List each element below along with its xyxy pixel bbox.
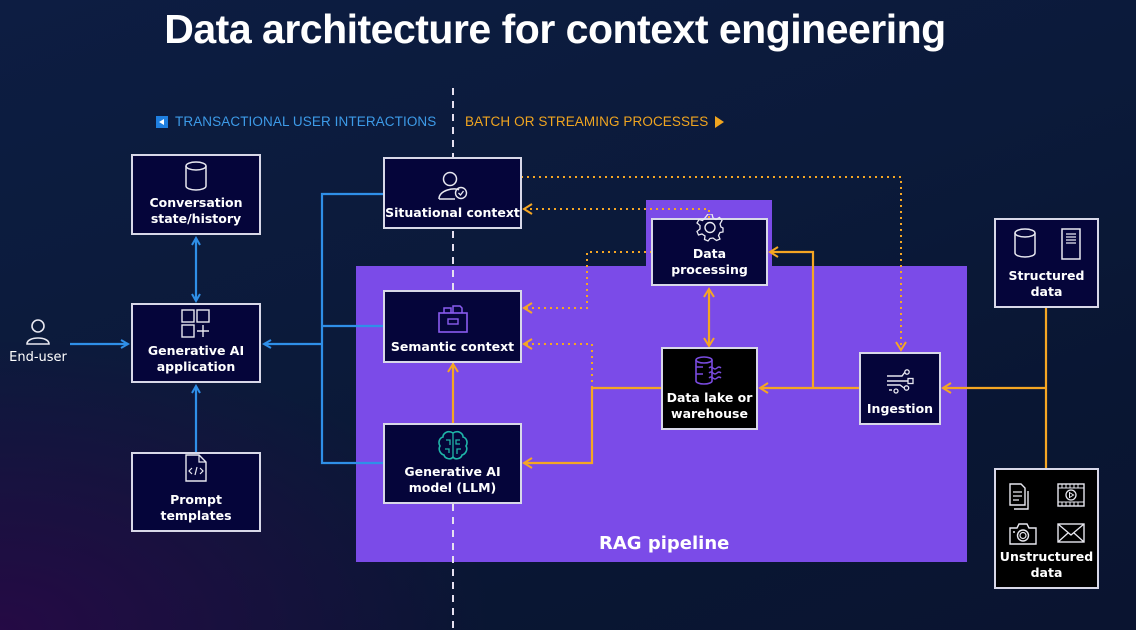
end-user-label: End-user bbox=[9, 350, 67, 365]
video-icon bbox=[1056, 483, 1085, 507]
node-unstructured-data[interactable]: Unstructured data bbox=[994, 468, 1099, 589]
node-data-lake-warehouse[interactable]: Data lake or warehouse bbox=[661, 347, 758, 430]
edge-situational-ingestion bbox=[521, 176, 907, 352]
database-icon bbox=[1013, 228, 1036, 258]
conversation-label-1: Conversation bbox=[149, 195, 243, 210]
edge-processing-semantic bbox=[522, 251, 652, 314]
llm-label-2: model (LLM) bbox=[408, 480, 497, 495]
node-genai-application[interactable]: Generative AI application bbox=[131, 303, 261, 383]
genai-app-label-2: application bbox=[156, 359, 236, 374]
node-conversation-state[interactable]: Conversation state/history bbox=[131, 154, 261, 235]
node-ingestion[interactable]: Ingestion bbox=[859, 352, 941, 425]
unstructured-label-1: Unstructured bbox=[999, 549, 1094, 564]
arrow-right-icon bbox=[715, 115, 725, 128]
user-icon bbox=[26, 319, 50, 345]
conversation-label-2: state/history bbox=[150, 211, 242, 226]
app-grid-icon bbox=[181, 309, 210, 338]
data-lake-label-2: warehouse bbox=[671, 406, 748, 421]
brain-icon bbox=[437, 430, 468, 460]
file-cabinet-icon bbox=[437, 305, 468, 333]
documents-icon bbox=[1008, 483, 1029, 510]
database-icon bbox=[185, 161, 207, 191]
rag-pipeline-label: RAG pipeline bbox=[599, 533, 730, 554]
diagram-title: Data architecture for context engineerin… bbox=[164, 6, 946, 52]
edge-context-trunk bbox=[320, 192, 384, 465]
situational-context-label: Situational context bbox=[385, 205, 520, 220]
structured-label-1: Structured bbox=[1008, 268, 1085, 283]
node-semantic-context[interactable]: Semantic context bbox=[383, 290, 522, 363]
semantic-context-label: Semantic context bbox=[390, 339, 515, 354]
node-structured-data[interactable]: Structured data bbox=[994, 218, 1099, 308]
legend-transactional: TRANSACTIONAL USER INTERACTIONS bbox=[156, 114, 436, 129]
end-user-actor: End-user bbox=[6, 318, 70, 365]
camera-icon bbox=[1008, 523, 1037, 545]
prompt-templates-label: Prompt templates bbox=[160, 492, 232, 523]
node-prompt-templates[interactable]: Prompt templates bbox=[131, 452, 261, 532]
node-situational-context[interactable]: Situational context bbox=[383, 157, 522, 229]
email-icon bbox=[1056, 523, 1085, 543]
ingestion-label: Ingestion bbox=[866, 401, 934, 416]
server-icon bbox=[1060, 228, 1081, 260]
gear-icon bbox=[695, 214, 724, 242]
arrow-left-icon bbox=[156, 115, 168, 128]
legend-transactional-label: TRANSACTIONAL USER INTERACTIONS bbox=[175, 114, 437, 129]
ingestion-icon bbox=[887, 369, 914, 394]
edge-ingestion-processing bbox=[768, 246, 815, 388]
code-file-icon bbox=[185, 454, 207, 482]
data-lake-label-1: Data lake or bbox=[666, 390, 753, 405]
structured-label-2: data bbox=[1030, 284, 1063, 299]
edge-lake-llm bbox=[522, 386, 662, 469]
data-processing-label: Data processing bbox=[671, 246, 748, 277]
user-check-icon bbox=[437, 171, 467, 200]
node-data-processing[interactable]: Data processing bbox=[651, 214, 768, 286]
legend-batch: BATCH OR STREAMING PROCESSES bbox=[465, 114, 725, 129]
llm-label-1: Generative AI bbox=[404, 464, 501, 479]
edge-lake-semantic bbox=[522, 338, 593, 388]
genai-app-label-1: Generative AI bbox=[147, 343, 245, 358]
unstructured-label-2: data bbox=[1030, 565, 1063, 580]
data-lake-icon bbox=[694, 356, 721, 385]
edge-processing-situational bbox=[522, 203, 710, 218]
node-genai-model-llm[interactable]: Generative AI model (LLM) bbox=[383, 423, 522, 504]
legend-batch-label: BATCH OR STREAMING PROCESSES bbox=[465, 114, 709, 129]
